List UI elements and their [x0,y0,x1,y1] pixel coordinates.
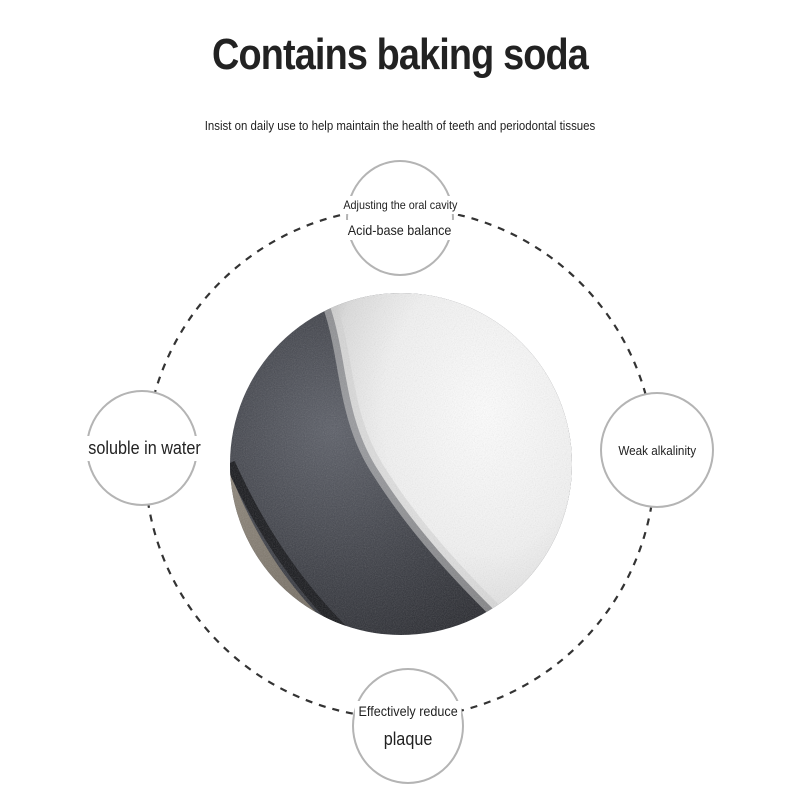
feature-soluble-label: soluble in water [85,435,205,461]
feature-acid-base-line2: Acid-base balance [344,220,456,240]
page-subtitle: Insist on daily use to help maintain the… [204,118,596,133]
feature-bubble-plaque: Effectively reduce plaque [352,668,464,784]
feature-alkalinity-label: Weak alkalinity [614,440,700,460]
feature-acid-base-line1: Adjusting the oral cavity [339,196,461,214]
page-title: Contains baking soda [212,30,589,79]
baking-soda-image [230,293,572,635]
feature-bubble-acid-base: Adjusting the oral cavity Acid-base bala… [339,160,461,276]
feature-bubble-alkalinity: Weak alkalinity [600,392,714,508]
feature-plaque-line1: Effectively reduce [354,700,462,721]
feature-plaque-line2: plaque [380,726,436,752]
feature-bubble-soluble: soluble in water [85,390,205,506]
